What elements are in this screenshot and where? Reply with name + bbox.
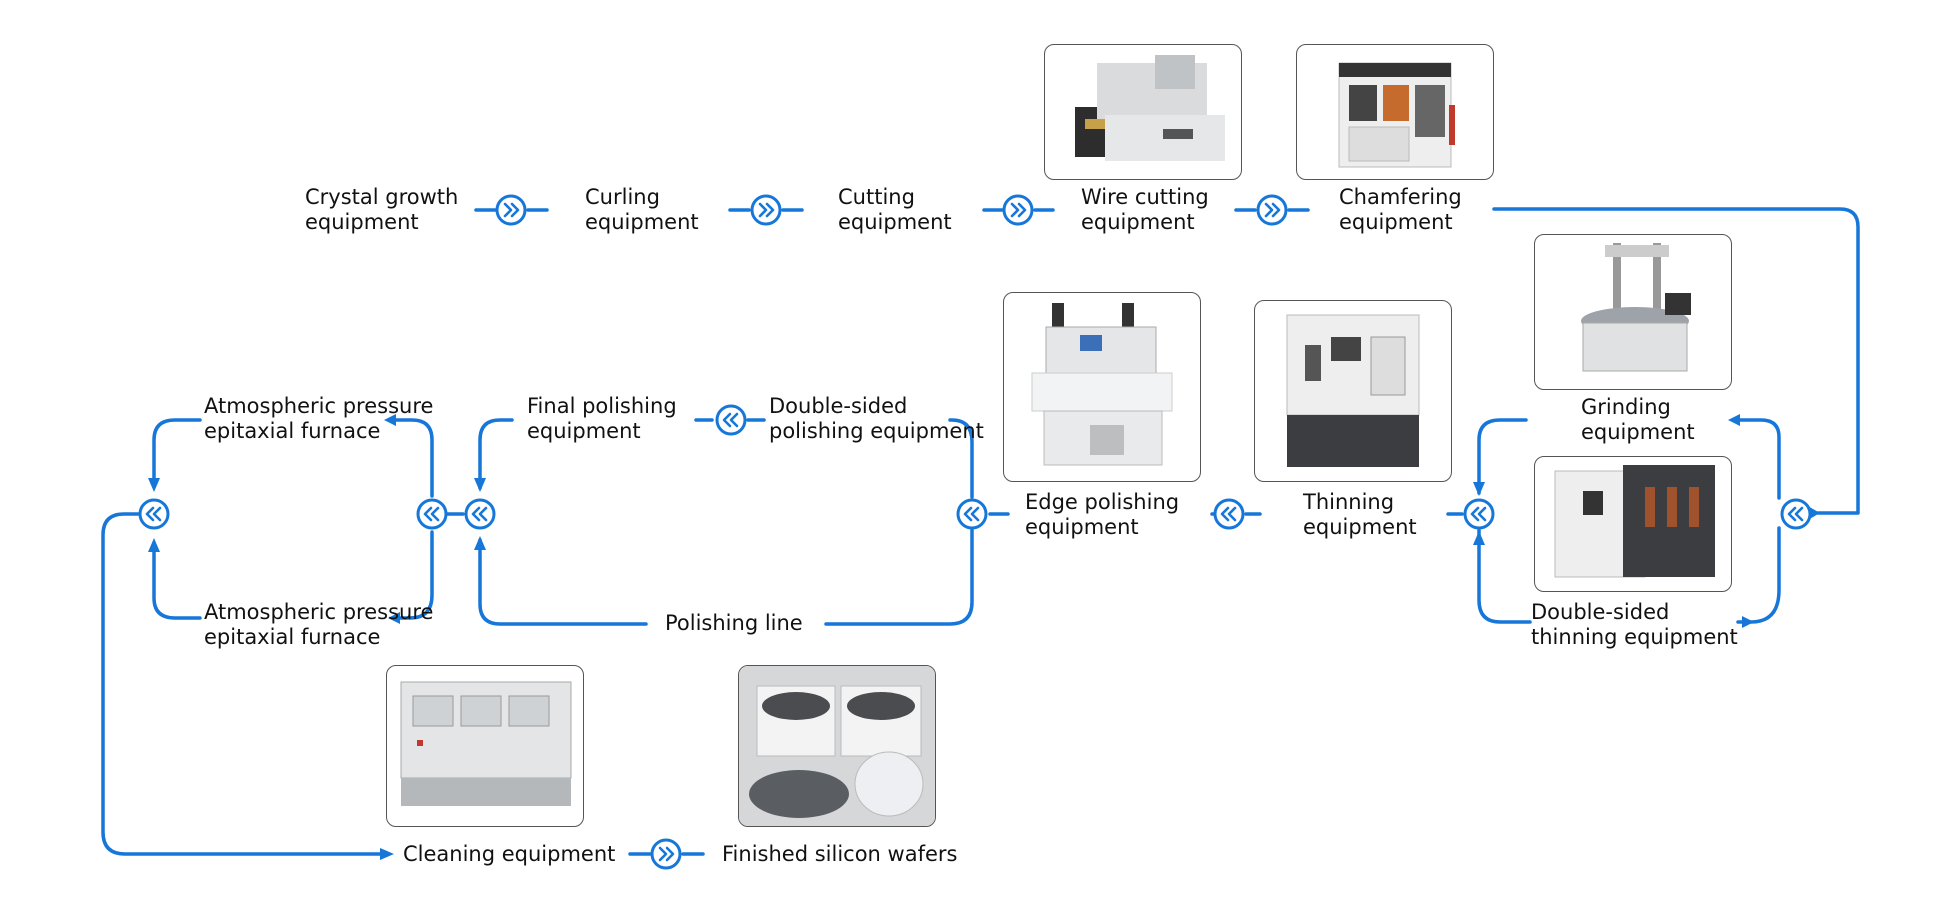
double-chevron-left-icon (1463, 498, 1495, 530)
flow-line (1734, 418, 1781, 500)
arrowhead (1473, 531, 1485, 545)
double-chevron-right-icon (495, 194, 527, 226)
double-chevron-left-icon (138, 498, 170, 530)
double-chevron-left-icon (956, 498, 988, 530)
flow-line (478, 418, 514, 490)
arrowhead (474, 478, 486, 492)
double-chevron-right-icon (1002, 194, 1034, 226)
arrowhead (380, 848, 394, 860)
flow-line (101, 512, 388, 856)
wire-cutting-machine-image (1044, 44, 1242, 180)
flow-line (388, 418, 434, 498)
double-sided-thinning-machine-image (1534, 456, 1732, 592)
double-chevron-left-icon (1213, 498, 1245, 530)
flow-line (1477, 528, 1532, 624)
thinning-machine-image (1254, 300, 1452, 482)
stage-finished-wafers-label: Finished silicon wafers (722, 842, 958, 866)
flow-line (824, 528, 974, 626)
arrowhead (1473, 482, 1485, 496)
flow-line (152, 418, 202, 488)
double-chevron-left-icon (715, 404, 747, 436)
double-chevron-left-icon (1780, 498, 1812, 530)
arrowhead (1728, 414, 1740, 426)
stage-polishing-line-label: Polishing line (665, 611, 803, 635)
chamfering-machine-image (1296, 44, 1494, 180)
flow-line (1492, 207, 1860, 515)
flow-line (478, 538, 648, 626)
arrowhead (1742, 616, 1754, 628)
flow-line (1736, 526, 1781, 624)
double-chevron-right-icon (750, 194, 782, 226)
double-chevron-left-icon (416, 498, 448, 530)
double-chevron-left-icon (464, 498, 496, 530)
stage-cleaning-label: Cleaning equipment (403, 842, 616, 866)
arrowhead (388, 612, 400, 624)
arrowhead (148, 538, 160, 552)
flow-line (152, 541, 202, 620)
grinding-machine-image (1534, 234, 1732, 390)
finished-wafers-image (738, 665, 936, 827)
arrowhead (384, 414, 396, 426)
cleaning-machine-image (386, 665, 584, 827)
flow-line (394, 530, 434, 620)
double-chevron-right-icon (650, 838, 682, 870)
arrowhead (474, 536, 486, 550)
edge-polishing-machine-image (1003, 292, 1201, 482)
flow-line (948, 418, 974, 499)
flow-line (1477, 418, 1528, 495)
double-chevron-right-icon (1256, 194, 1288, 226)
arrowhead (148, 478, 160, 492)
